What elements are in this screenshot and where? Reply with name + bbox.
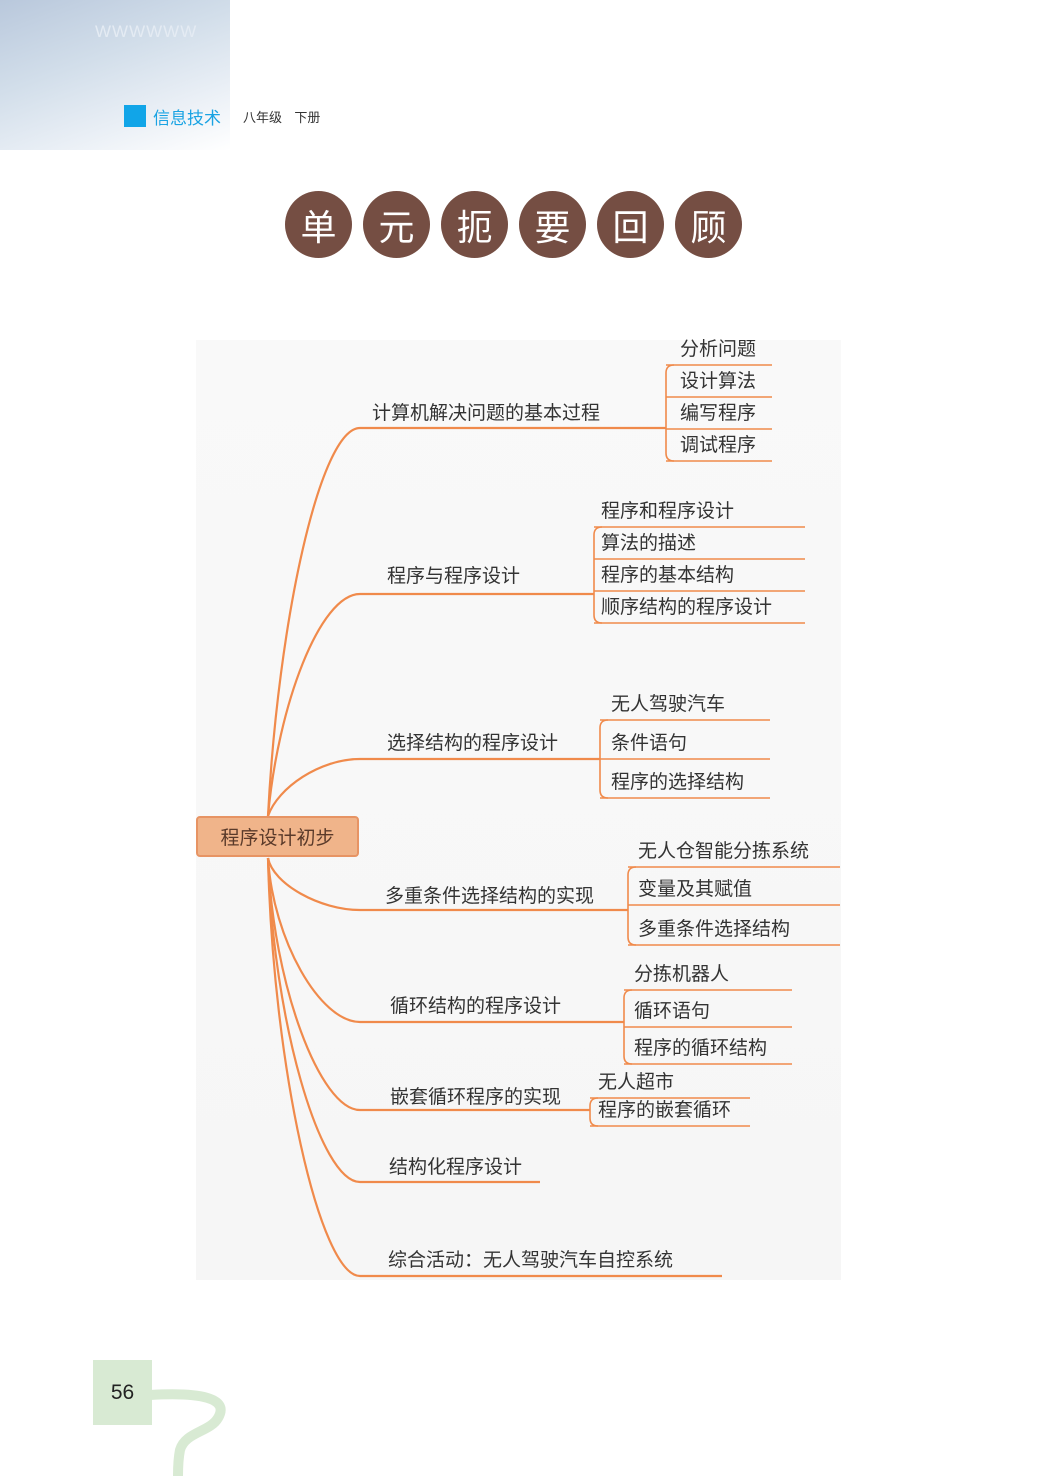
title-char: 回 — [597, 191, 664, 258]
branch-label: 选择结构的程序设计 — [387, 732, 559, 754]
branch-line — [266, 857, 722, 1278]
branch-line — [266, 857, 624, 1024]
branch-label: 程序与程序设计 — [387, 565, 521, 587]
header-marker — [124, 105, 146, 127]
branch-label: 循环结构的程序设计 — [390, 995, 562, 1017]
branch-line — [266, 757, 600, 817]
child-label: 算法的描述 — [601, 532, 697, 554]
header-subject: 信息技术 — [153, 109, 221, 129]
grade-text: 八年级 — [243, 111, 283, 126]
child-label: 无人超市 — [598, 1071, 675, 1093]
branch-label: 嵌套循环程序的实现 — [390, 1086, 562, 1108]
child-label: 程序的嵌套循环 — [598, 1099, 732, 1121]
child-label: 无人驾驶汽车 — [611, 693, 726, 715]
branch-line — [266, 592, 594, 817]
branch-line — [266, 426, 666, 817]
child-label: 循环语句 — [634, 1000, 711, 1022]
page-decoration-curve — [149, 1389, 226, 1476]
child-label: 顺序结构的程序设计 — [601, 596, 773, 618]
child-label: 程序的选择结构 — [611, 771, 745, 793]
child-label: 程序和程序设计 — [601, 500, 735, 522]
page-title: 单 元 扼 要 回 顾 — [285, 191, 742, 258]
branch-line — [266, 857, 628, 912]
child-label: 调试程序 — [680, 434, 757, 456]
title-char: 单 — [285, 191, 352, 258]
branch-label: 结构化程序设计 — [389, 1156, 523, 1178]
child-bracket — [589, 1097, 599, 1127]
title-char: 扼 — [441, 191, 508, 258]
child-label: 条件语句 — [611, 732, 688, 754]
title-char: 元 — [363, 191, 430, 258]
header-grade: 八年级 下册 — [243, 107, 320, 126]
page-number: 56 — [93, 1360, 152, 1425]
branch-label: 综合活动：无人驾驶汽车自控系统 — [388, 1249, 674, 1271]
child-label: 无人仓智能分拣系统 — [638, 840, 810, 862]
mindmap-center-node: 程序设计初步 — [196, 816, 359, 857]
child-label: 程序的循环结构 — [634, 1037, 768, 1059]
title-char: 要 — [519, 191, 586, 258]
branch-line — [266, 857, 540, 1184]
header-banner-image: WWWWWW — [0, 0, 230, 150]
child-label: 分拣机器人 — [634, 963, 730, 985]
child-label: 设计算法 — [680, 370, 757, 392]
child-label: 程序的基本结构 — [601, 564, 735, 586]
child-bracket — [593, 526, 603, 624]
branch-label: 计算机解决问题的基本过程 — [372, 402, 601, 424]
child-bracket — [665, 364, 675, 462]
child-label: 分析问题 — [680, 338, 757, 360]
child-label: 编写程序 — [680, 402, 757, 424]
branch-label: 多重条件选择结构的实现 — [385, 885, 595, 907]
mindmap-background — [196, 340, 841, 1280]
volume-text: 下册 — [294, 111, 321, 126]
banner-www-text: WWWWWW — [95, 22, 198, 41]
child-label: 变量及其赋值 — [638, 878, 753, 900]
child-bracket — [627, 866, 637, 946]
child-label: 多重条件选择结构 — [638, 918, 791, 940]
branch-line — [266, 857, 590, 1112]
title-char: 顾 — [675, 191, 742, 258]
